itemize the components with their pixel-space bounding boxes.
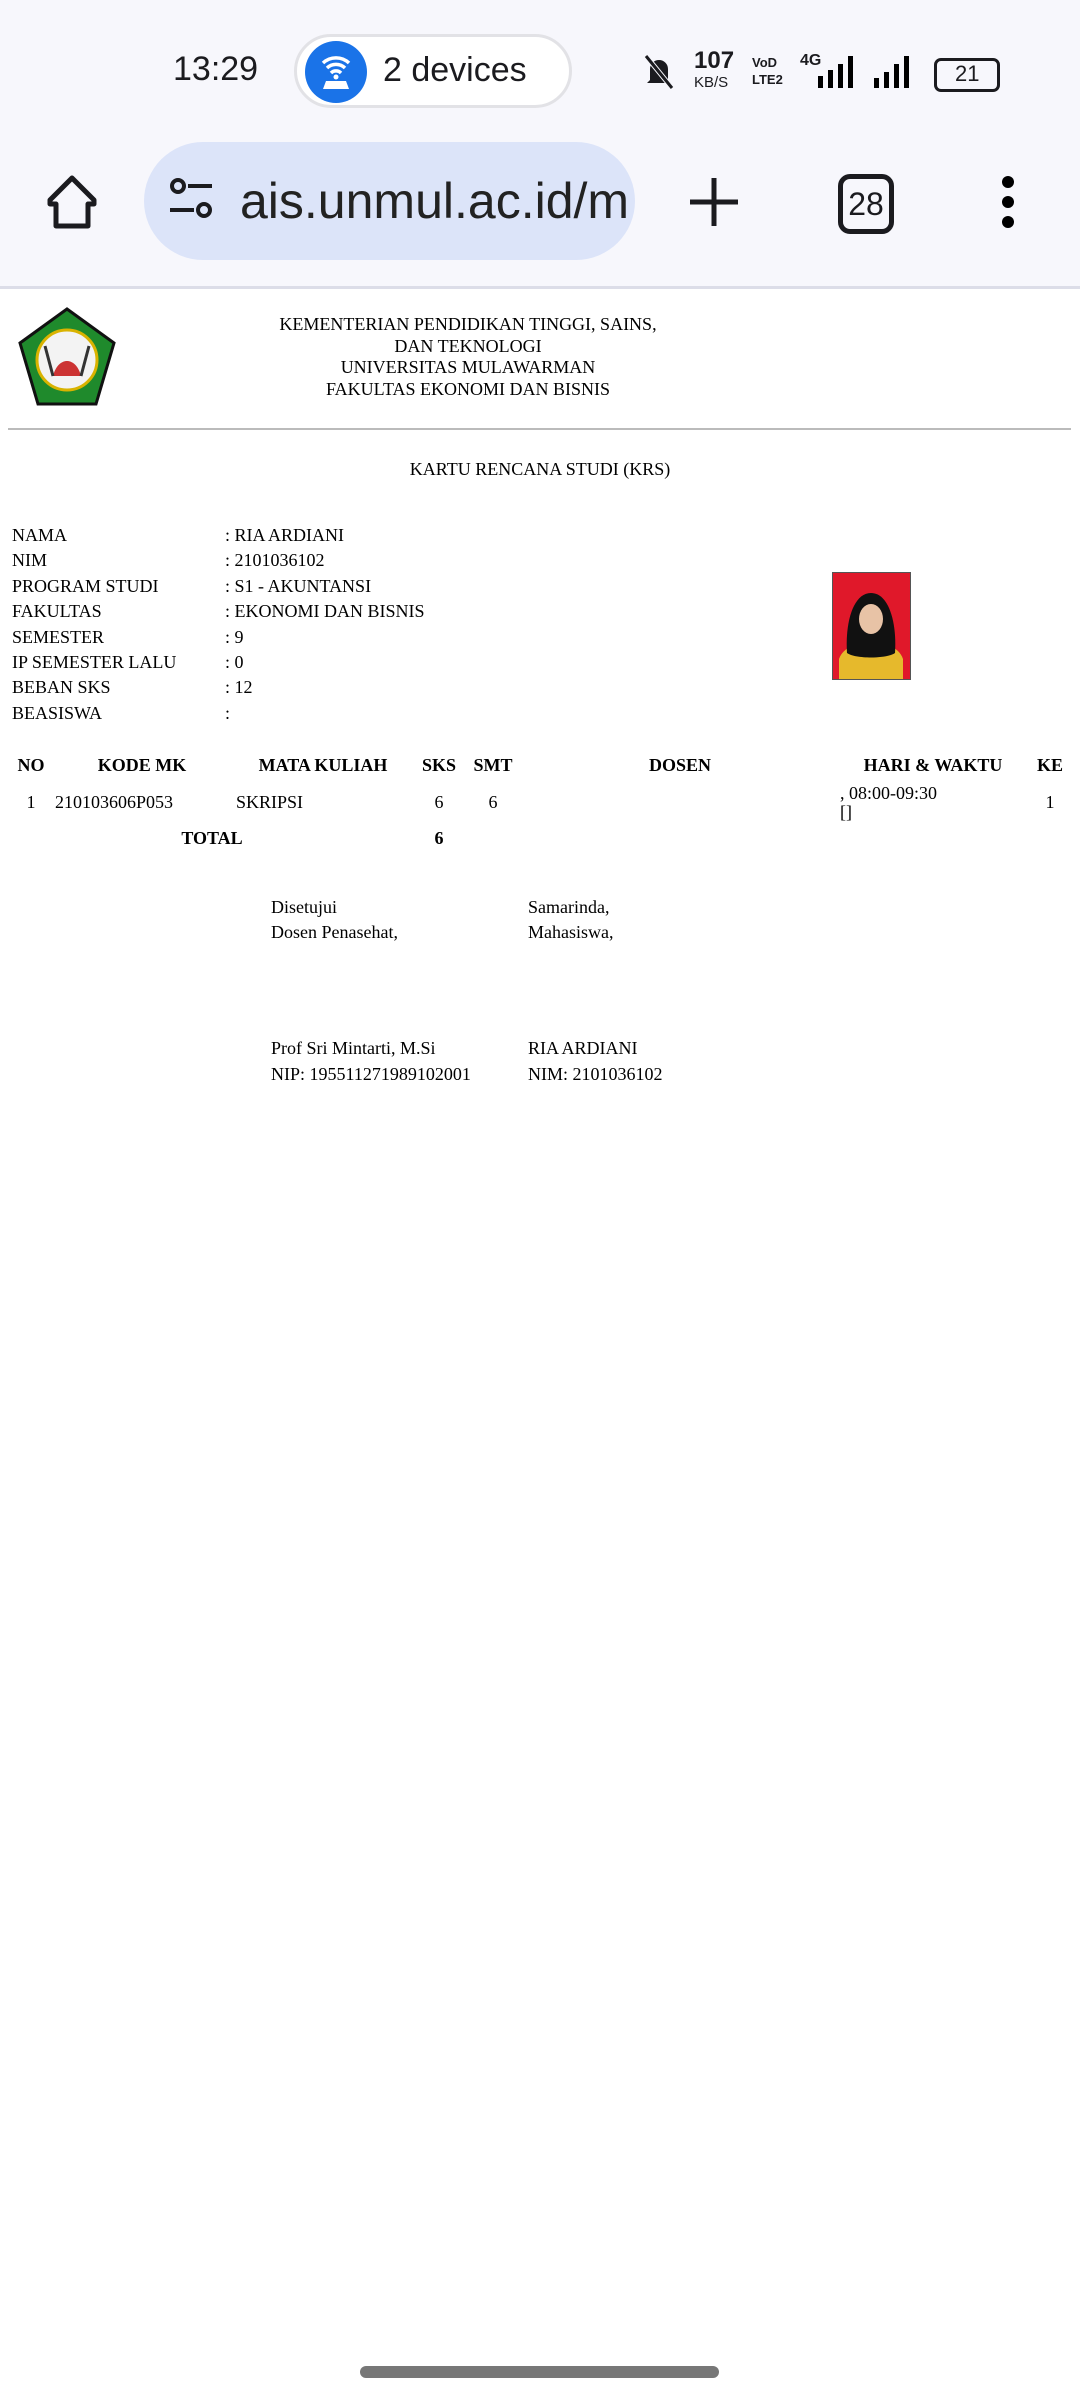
info-0-label: NAMA bbox=[12, 525, 68, 545]
url-text: ais.unmul.ac.id/m bbox=[240, 173, 630, 229]
info-6-value: : 12 bbox=[225, 677, 253, 697]
clock: 13:29 bbox=[173, 50, 259, 88]
table-headers-5: DOSEN bbox=[648, 755, 712, 775]
info-2-label: PROGRAM STUDI bbox=[12, 576, 159, 596]
tab-switcher-button[interactable]: 28 bbox=[838, 174, 894, 234]
table-rows-0-no: 1 bbox=[26, 792, 36, 812]
browser-chrome: 13:29 2 devices 107 KB/S VoD LTE2 4G 21 … bbox=[0, 0, 1080, 289]
signature-left-name: Prof Sri Mintarti, M.Si bbox=[271, 1038, 436, 1058]
info-1-value: : 2101036102 bbox=[225, 550, 325, 570]
header-lines-0: KEMENTERIAN PENDIDIKAN TINGGI, SAINS, bbox=[279, 314, 657, 334]
info-1-label: NIM bbox=[12, 550, 47, 570]
header-lines-3: FAKULTAS EKONOMI DAN BISNIS bbox=[325, 379, 611, 399]
menu-icon[interactable] bbox=[996, 176, 1020, 233]
info-3-label: FAKULTAS bbox=[12, 601, 102, 621]
total-sks: 6 bbox=[434, 828, 444, 848]
table-headers-2: MATA KULIAH bbox=[258, 755, 388, 775]
info-4-value: : 9 bbox=[225, 627, 244, 647]
table-headers-7: KE bbox=[1036, 755, 1064, 775]
status-bar-battery: 21 bbox=[955, 61, 980, 86]
table-rows-0-ke: 1 bbox=[1045, 792, 1055, 812]
table-headers-3: SKS bbox=[421, 755, 457, 775]
info-4-label: SEMESTER bbox=[12, 627, 105, 647]
site-settings-icon[interactable] bbox=[168, 176, 216, 229]
table-rows-0-sks: 6 bbox=[434, 792, 444, 812]
signature-right-id: NIM: 2101036102 bbox=[528, 1064, 663, 1084]
table-rows-0-smt: 6 bbox=[488, 792, 498, 812]
home-gesture-bar[interactable] bbox=[360, 2366, 719, 2378]
info-7-label: BEASISWA bbox=[12, 703, 103, 723]
info-2-value: : S1 - AKUNTANSI bbox=[225, 576, 372, 596]
table-rows-0-mk: SKRIPSI bbox=[236, 792, 304, 812]
signal-icon bbox=[818, 56, 918, 93]
net-speed: 107 bbox=[694, 47, 735, 74]
info-7-value: : bbox=[225, 703, 231, 723]
hotspot-label: 2 devices bbox=[383, 51, 527, 89]
info-3-value: : EKONOMI DAN BISNIS bbox=[225, 601, 425, 621]
new-tab-icon[interactable] bbox=[688, 176, 740, 233]
student-photo bbox=[832, 572, 911, 680]
home-icon[interactable] bbox=[44, 174, 100, 235]
info-6-label: BEBAN SKS bbox=[12, 677, 111, 697]
signature-right-l1: Samarinda, bbox=[528, 897, 610, 917]
total-label: TOTAL bbox=[181, 828, 243, 848]
info-5-value: : 0 bbox=[225, 652, 244, 672]
document-title: KARTU RENCANA STUDI (KRS) bbox=[409, 459, 671, 479]
table-headers-1: KODE MK bbox=[97, 755, 187, 775]
mute-icon bbox=[642, 52, 676, 97]
header-lines-1: DAN TEKNOLOGI bbox=[394, 336, 542, 356]
address-bar[interactable]: ais.unmul.ac.id/m bbox=[144, 142, 635, 260]
hotspot-chip[interactable]: 2 devices bbox=[294, 34, 572, 108]
divider bbox=[8, 428, 1071, 430]
net-unit: KB/S bbox=[694, 74, 729, 91]
header-lines-2: UNIVERSITAS MULAWARMAN bbox=[340, 357, 596, 377]
table-headers-6: HARI & WAKTU bbox=[863, 755, 1003, 775]
table-headers-0: NO bbox=[17, 755, 45, 775]
battery-icon: 21 bbox=[934, 58, 1000, 92]
table-rows-0-ruang: [] bbox=[840, 802, 852, 822]
table-rows-0-waktu: , 08:00-09:30 bbox=[840, 783, 937, 803]
volte-icon: VoD LTE2 bbox=[752, 55, 783, 87]
table-headers-4: SMT bbox=[473, 755, 513, 775]
signature-left-id: NIP: 195511271989102001 bbox=[271, 1064, 471, 1084]
info-0-value: : RIA ARDIANI bbox=[225, 525, 345, 545]
signature-right-name: RIA ARDIANI bbox=[528, 1038, 638, 1058]
network-type: 4G bbox=[800, 52, 822, 69]
university-logo bbox=[15, 306, 119, 415]
info-5-label: IP SEMESTER LALU bbox=[12, 652, 177, 672]
table-rows-0-kode: 210103606P053 bbox=[55, 792, 174, 812]
signature-left-l2: Dosen Penasehat, bbox=[271, 922, 398, 942]
signature-left-l1: Disetujui bbox=[271, 897, 337, 917]
signature-right-l2: Mahasiswa, bbox=[528, 922, 614, 942]
hotspot-icon bbox=[305, 41, 367, 103]
